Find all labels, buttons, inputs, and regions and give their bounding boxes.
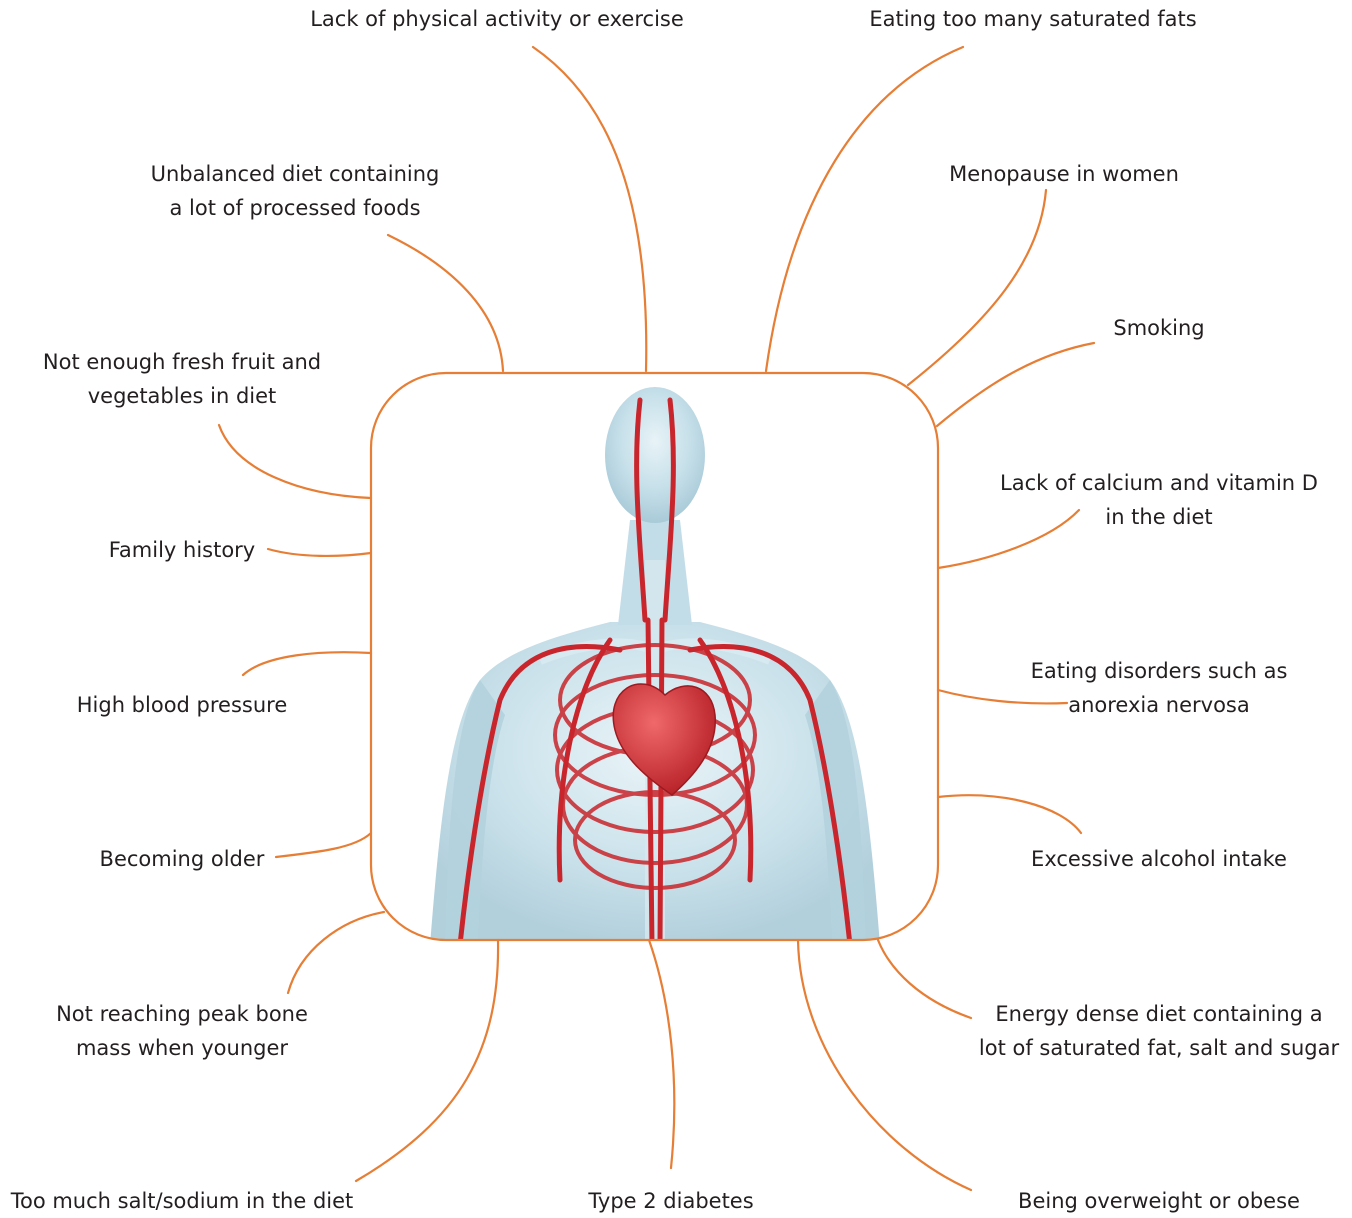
label-fresh-fruit: Not enough fresh fruit and vegetables in… <box>43 345 321 413</box>
label-menopause: Menopause in women <box>949 157 1179 191</box>
connector-lack-of-exercise <box>533 47 646 371</box>
connector-blood-pressure <box>243 652 371 675</box>
label-salt: Too much salt/sodium in the diet <box>11 1184 354 1218</box>
label-alcohol: Excessive alcohol intake <box>1031 842 1287 876</box>
connector-unbalanced-diet <box>388 235 503 371</box>
connector-saturated-fats <box>766 47 963 371</box>
connector-diabetes <box>649 940 674 1168</box>
label-calcium: Lack of calcium and vitamin D in the die… <box>1000 466 1318 534</box>
connector-smoking <box>937 343 1094 426</box>
connector-peak-bone-mass <box>288 912 384 993</box>
connector-menopause <box>908 190 1046 385</box>
connector-salt <box>356 940 498 1181</box>
label-saturated-fats: Eating too many saturated fats <box>869 2 1196 36</box>
connector-energy-dense-diet <box>878 940 971 1018</box>
label-becoming-older: Becoming older <box>100 842 265 876</box>
connector-overweight <box>798 940 971 1190</box>
connector-alcohol <box>938 795 1081 833</box>
label-diabetes: Type 2 diabetes <box>588 1184 753 1218</box>
label-family-history: Family history <box>109 533 255 567</box>
label-smoking: Smoking <box>1113 311 1204 345</box>
label-unbalanced-diet: Unbalanced diet containing a lot of proc… <box>151 157 440 225</box>
label-lack-of-exercise: Lack of physical activity or exercise <box>310 2 684 36</box>
label-energy-dense-diet: Energy dense diet containing a lot of sa… <box>979 997 1339 1065</box>
connector-fresh-fruit <box>219 425 371 498</box>
label-eating-disorders: Eating disorders such as anorexia nervos… <box>1031 654 1288 722</box>
connector-family-history <box>268 549 371 556</box>
label-blood-pressure: High blood pressure <box>77 688 288 722</box>
connector-becoming-older <box>276 833 371 857</box>
head-shape <box>605 387 705 523</box>
label-overweight: Being overweight or obese <box>1018 1184 1300 1218</box>
label-peak-bone-mass: Not reaching peak bone mass when younger <box>56 997 308 1065</box>
human-circulatory-system-icon <box>371 373 938 945</box>
